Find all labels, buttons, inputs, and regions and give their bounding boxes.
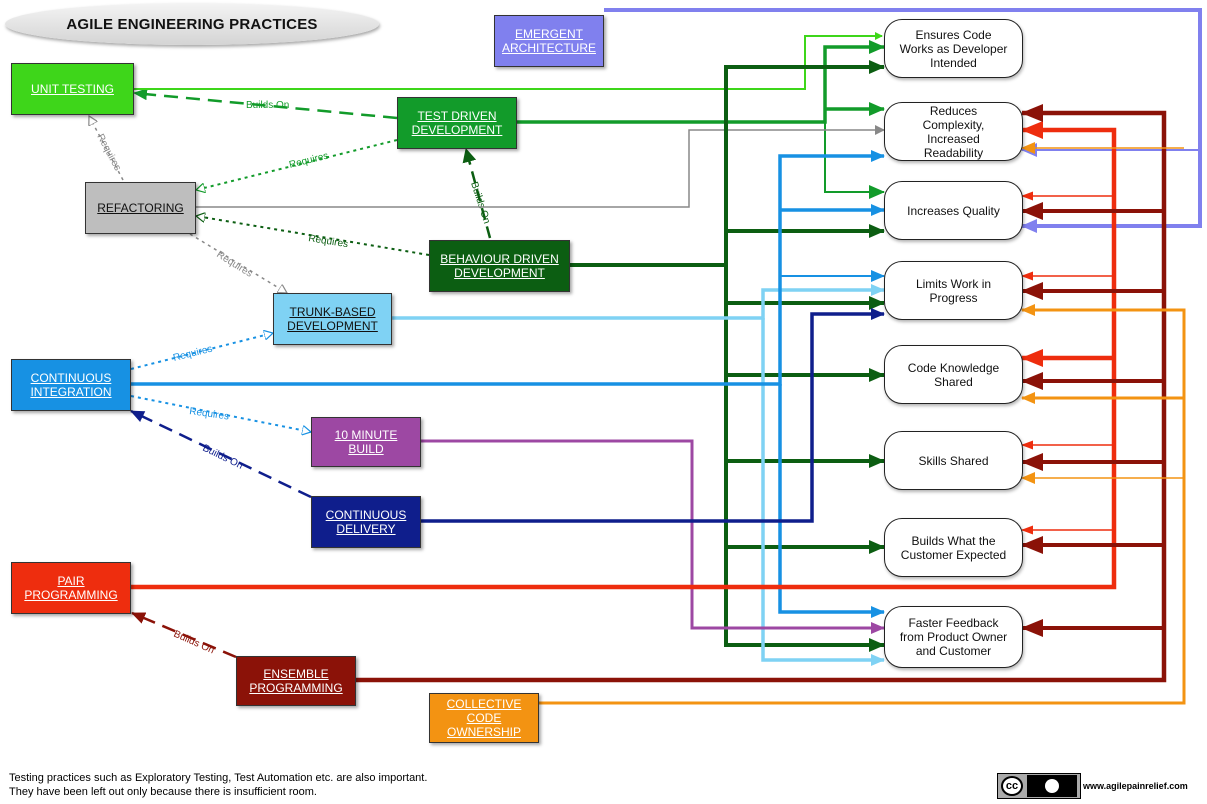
bdd-builds-on-tdd-label: Builds On — [468, 181, 492, 226]
footer-line-2: They have been left out only because the… — [9, 786, 317, 798]
ensemble-programming-connectors — [356, 104, 1167, 683]
footer-line-1: Testing practices such as Exploratory Te… — [9, 772, 428, 784]
unit-testing-box[interactable]: UNIT TESTING — [11, 63, 134, 115]
behaviour-driven-development-box[interactable]: BEHAVIOUR DRIVEN DEVELOPMENT — [429, 240, 570, 292]
emergent-architecture-connectors — [604, 8, 1202, 233]
bdd-requires-refactoring-arrow — [196, 216, 430, 256]
ci-requires-build-arrow — [130, 395, 311, 432]
continuous-delivery-connectors — [421, 308, 885, 523]
test-driven-development-box[interactable]: TEST DRIVEN DEVELOPMENT — [397, 97, 517, 149]
footer-note: Testing practices such as Exploratory Te… — [9, 771, 427, 799]
ci-requires-build-label: Requires — [189, 406, 230, 422]
unit-requires-label: Requires — [94, 132, 123, 173]
continuous-delivery-box[interactable]: CONTINUOUS DELIVERY — [311, 496, 421, 548]
bdd-connectors — [570, 60, 885, 652]
ci-requires-tbd-label: Requires — [172, 344, 214, 364]
cd-builds-on-ci-label: Builds On — [201, 443, 245, 472]
outcome-skills-shared: Skills Shared — [884, 431, 1023, 490]
site-link[interactable]: www.agilepainrelief.com — [1083, 781, 1188, 791]
outcome-reduces-complexity: Reduces Complexity, Increased Readabilit… — [884, 102, 1023, 161]
outcome-faster-feedback: Faster Feedback from Product Owner and C… — [884, 606, 1023, 668]
tdd-requires-refactoring-label: Requires — [288, 151, 330, 171]
ten-minute-build-connectors — [421, 439, 885, 634]
cc-icon: cc — [1001, 776, 1023, 796]
license-badge[interactable]: cc — [997, 773, 1081, 799]
ci-connectors — [131, 150, 885, 618]
outcome-increases-quality: Increases Quality — [884, 181, 1023, 240]
refactoring-requires-tbd-label: Requires — [214, 249, 254, 280]
ensemble-programming-box[interactable]: ENSEMBLE PROGRAMMING — [236, 656, 356, 706]
ensemble-builds-on-pair-arrow — [131, 611, 237, 659]
outcome-ensures-code-works: Ensures Code Works as Developer Intended — [884, 19, 1023, 78]
tdd-builds-on-unit-label: Builds On — [246, 100, 289, 111]
tdd-connectors — [517, 40, 885, 199]
continuous-integration-box[interactable]: CONTINUOUS INTEGRATION — [11, 359, 131, 411]
emergent-architecture-box[interactable]: EMERGENT ARCHITECTURE — [494, 15, 604, 67]
tbd-connectors — [392, 284, 885, 666]
pair-programming-connectors — [131, 121, 1117, 590]
collective-code-ownership-connectors — [539, 142, 1186, 705]
refactoring-requires-tbd-arrow — [189, 233, 287, 293]
refactoring-box[interactable]: REFACTORING — [85, 182, 196, 234]
relationship-arrows: Builds On Requires Requires Builds On Re… — [89, 88, 492, 659]
tdd-builds-on-unit-arrow — [133, 88, 398, 120]
bdd-requires-refactoring-label: Requires — [308, 233, 349, 250]
outcome-code-knowledge-shared: Code Knowledge Shared — [884, 345, 1023, 404]
bdd-builds-on-tdd-arrow — [462, 148, 492, 239]
by-icon — [1027, 775, 1077, 797]
page-title: AGILE ENGINEERING PRACTICES — [5, 3, 379, 45]
refactoring-requires-unit-arrow — [89, 116, 124, 181]
ten-minute-build-box[interactable]: 10 MINUTE BUILD — [311, 417, 421, 467]
collective-code-ownership-box[interactable]: COLLECTIVE CODE OWNERSHIP — [429, 693, 539, 743]
refactoring-connectors — [196, 125, 885, 208]
unit-testing-connectors — [134, 32, 883, 90]
outcome-connectors — [131, 8, 1202, 705]
trunk-based-development-box[interactable]: TRUNK-BASED DEVELOPMENT — [273, 293, 392, 345]
cd-builds-on-ci-arrow — [130, 409, 312, 499]
pair-programming-box[interactable]: PAIR PROGRAMMING — [11, 562, 131, 614]
ensemble-builds-on-pair-label: Builds On — [172, 629, 216, 657]
outcome-limits-wip: Limits Work in Progress — [884, 261, 1023, 320]
outcome-builds-what-customer-expected: Builds What the Customer Expected — [884, 518, 1023, 577]
